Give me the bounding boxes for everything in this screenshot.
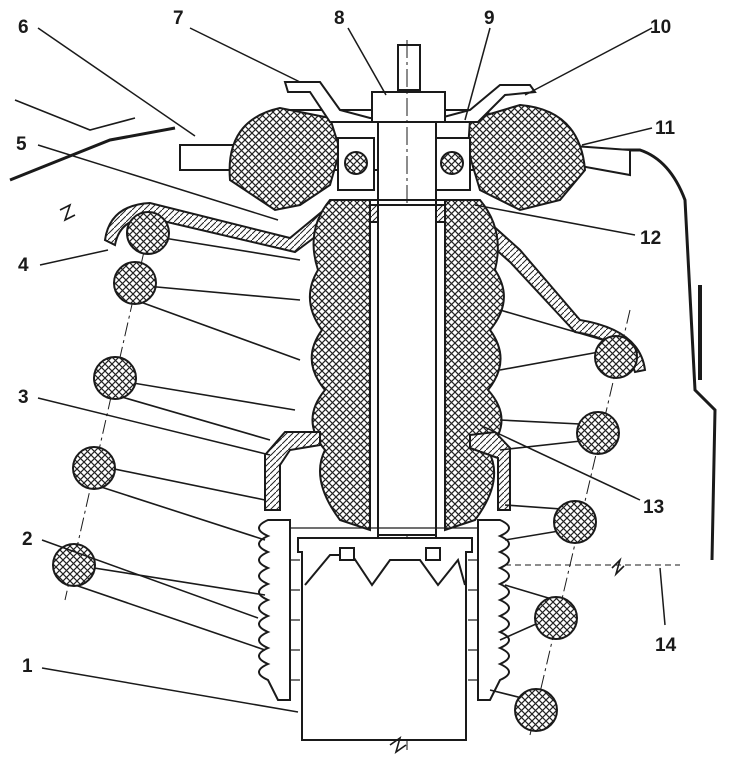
top-bearing bbox=[337, 137, 471, 191]
body-panel-left bbox=[9, 126, 176, 182]
bellows-ribs bbox=[290, 527, 478, 681]
callout-10: 10 bbox=[650, 17, 671, 38]
callout-3: 3 bbox=[18, 387, 29, 408]
spring-coils bbox=[52, 211, 638, 736]
body-panel-left-edge bbox=[14, 99, 136, 131]
bump-stop bbox=[308, 199, 505, 532]
rod-thread bbox=[397, 44, 421, 91]
upper-cap bbox=[283, 81, 537, 123]
callout-14: 14 bbox=[655, 635, 677, 656]
dust-cover-holder bbox=[264, 431, 321, 511]
callout-12: 12 bbox=[640, 228, 661, 249]
break-mark-right bbox=[611, 557, 625, 577]
callout-13: 13 bbox=[643, 497, 664, 518]
shock-top-notch bbox=[304, 554, 466, 587]
break-mark-bottom bbox=[389, 736, 407, 754]
upper-mount-rubber-left bbox=[228, 106, 342, 212]
callout-7: 7 bbox=[173, 8, 184, 29]
bellows-right bbox=[477, 519, 510, 701]
dust-cover-holder-right bbox=[469, 430, 511, 511]
callout-6: 6 bbox=[18, 17, 29, 38]
callout-11: 11 bbox=[655, 118, 676, 139]
upper-mount-rubber-right bbox=[466, 103, 587, 212]
callout-2: 2 bbox=[22, 529, 33, 550]
callout-8: 8 bbox=[334, 8, 345, 29]
body-panel-right bbox=[560, 148, 717, 561]
callout-4: 4 bbox=[18, 255, 29, 276]
leader-lines bbox=[37, 27, 666, 713]
break-mark-top bbox=[59, 203, 76, 222]
bellows-left bbox=[258, 519, 291, 701]
callout-9: 9 bbox=[484, 8, 495, 29]
shock-absorber-body bbox=[297, 537, 473, 741]
callout-5: 5 bbox=[16, 134, 27, 155]
callout-1: 1 bbox=[22, 656, 33, 677]
rod-nut bbox=[371, 91, 446, 123]
upper-spring-cup bbox=[103, 201, 647, 374]
